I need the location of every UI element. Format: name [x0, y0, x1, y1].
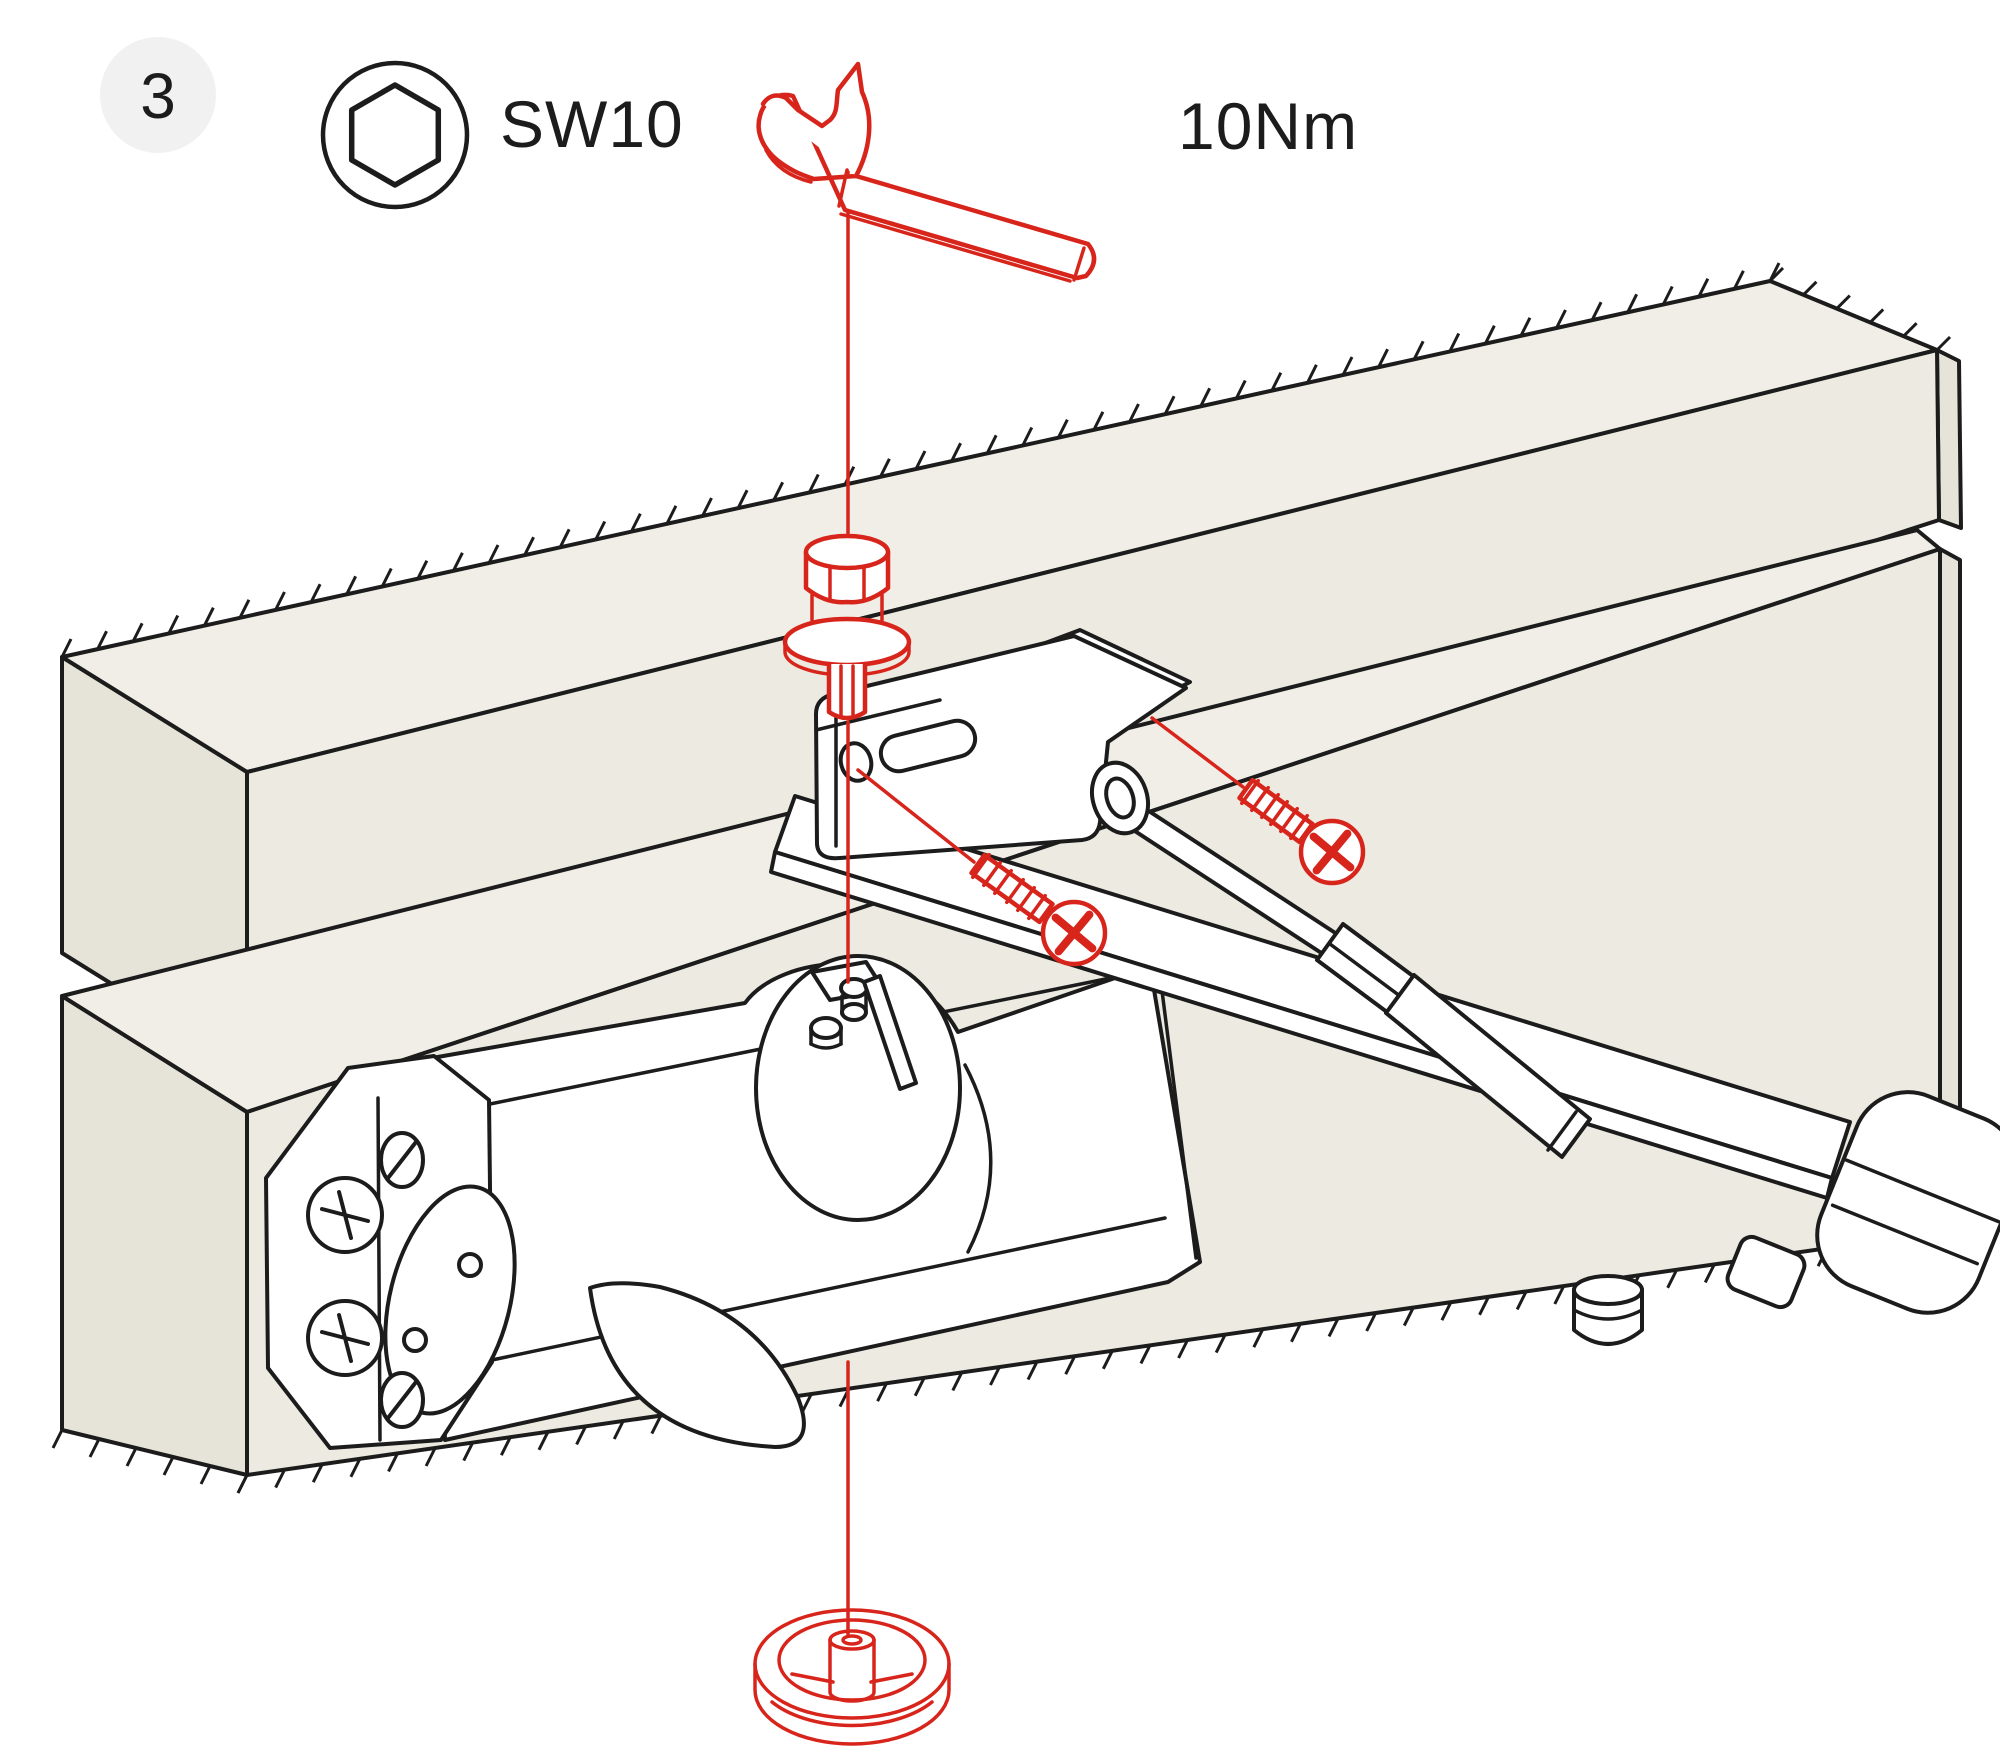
door-cut-hatch-left [51, 1429, 249, 1494]
fixing-screw-left [856, 768, 1108, 967]
arm-clip-tab [1725, 1234, 1807, 1310]
adjusting-ring [753, 1608, 951, 1746]
screw-leader-line [856, 768, 976, 864]
pinion-dome [754, 954, 962, 1222]
open-end-wrench-icon [756, 61, 1097, 283]
cap-slotted-valve-bottom [379, 1371, 425, 1429]
cap-phillips-screw-bottom [306, 1299, 384, 1377]
socket-size-label: SW10 [500, 87, 684, 161]
frame-cut-hatch [60, 262, 1781, 658]
frame-cut-hatch-corner [1768, 266, 1952, 352]
hex-flange-bolt [782, 533, 912, 721]
forearm-rod [1119, 800, 1592, 1159]
arm-bracket [814, 628, 1192, 861]
fixing-screw-right [1150, 716, 1366, 886]
ring-hub [790, 1629, 914, 1703]
arm-end-cap [1815, 1090, 2000, 1315]
torque-label: 10Nm [1178, 89, 1358, 163]
step-badge: 3 [100, 37, 216, 153]
cap-phillips-screw-top [306, 1176, 384, 1254]
step-number: 3 [140, 60, 176, 132]
forearm-clevis [1090, 760, 1150, 836]
screw-leader-line [1150, 716, 1245, 789]
door-closer-body [264, 954, 1202, 1450]
cam-bulge [588, 1281, 806, 1449]
cap-slotted-valve-top [379, 1131, 425, 1189]
bracket-slot [878, 718, 978, 774]
closer-end-cap [264, 1054, 517, 1450]
hex-socket-icon [320, 60, 470, 210]
elbow-knob [1572, 1274, 1644, 1346]
